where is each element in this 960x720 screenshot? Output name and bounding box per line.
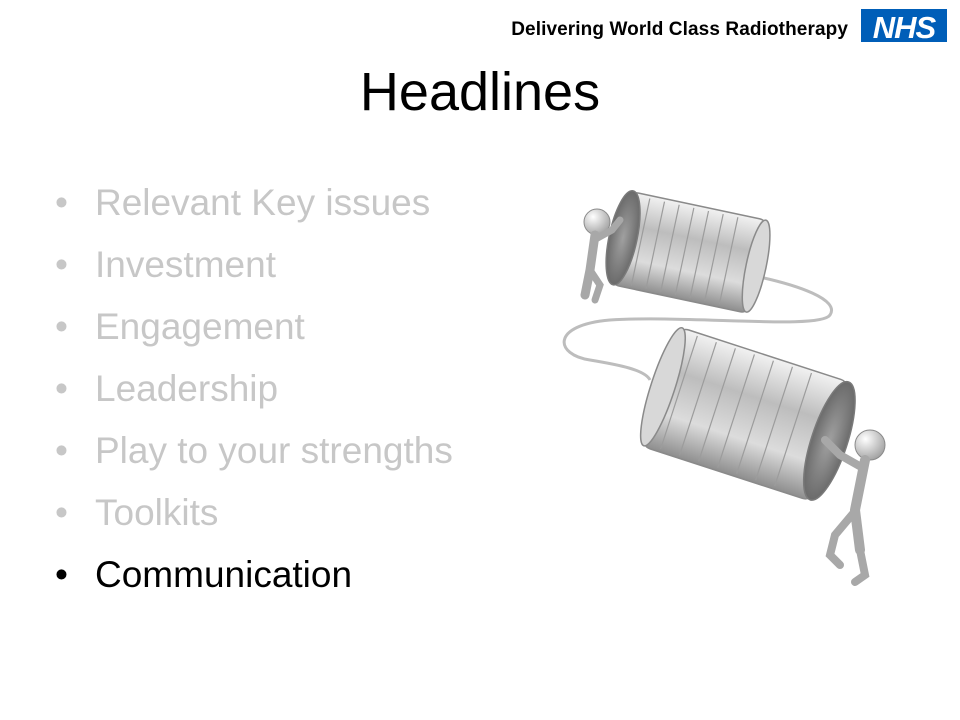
bullet-list: • Relevant Key issues • Investment • Eng… — [55, 172, 453, 606]
bullet-label: Toolkits — [95, 492, 219, 533]
bullet-dot: • — [55, 244, 68, 285]
bullet-label: Engagement — [95, 306, 305, 347]
bullet-label: Play to your strengths — [95, 430, 453, 471]
bullet-dot: • — [55, 492, 68, 533]
bullet-dot: • — [55, 554, 68, 595]
bullet-dot: • — [55, 368, 68, 409]
header-tagline: Delivering World Class Radiotherapy — [511, 19, 848, 40]
bullet-dot: • — [55, 182, 68, 223]
nhs-logo: NHS — [860, 8, 948, 44]
bullet-item: • Engagement — [55, 296, 453, 358]
tin-can-telephone-icon — [562, 190, 886, 586]
lower-figure — [821, 429, 886, 586]
bullet-item-active: • Communication — [55, 544, 453, 606]
bullet-label: Investment — [95, 244, 276, 285]
bullet-item: • Play to your strengths — [55, 420, 453, 482]
slide-title: Headlines — [359, 62, 601, 122]
bullet-item: • Toolkits — [55, 482, 453, 544]
bullet-dot: • — [55, 430, 68, 471]
bullet-item: • Relevant Key issues — [55, 172, 453, 234]
bullet-label: Leadership — [95, 368, 279, 409]
bullet-item: • Leadership — [55, 358, 453, 420]
bullet-label: Relevant Key issues — [95, 182, 431, 223]
bullet-dot: • — [55, 306, 68, 347]
upper-can — [605, 190, 771, 313]
bullet-item: • Investment — [55, 234, 453, 296]
lower-can — [639, 326, 856, 501]
bullet-label: Communication — [95, 554, 353, 595]
upper-figure — [580, 208, 624, 304]
